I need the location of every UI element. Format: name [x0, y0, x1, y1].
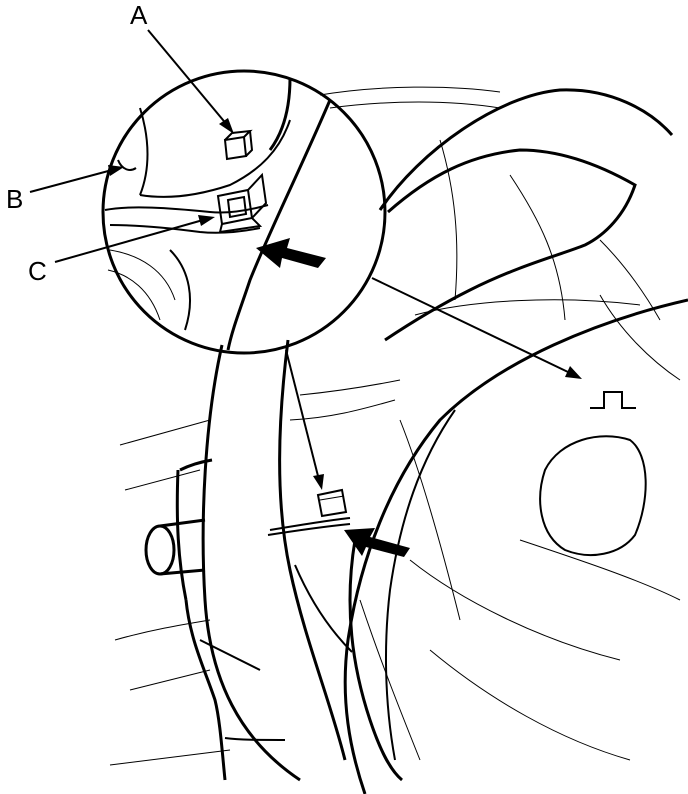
push-arrow-upper [256, 238, 326, 268]
clip-symbol-icon [590, 391, 636, 409]
push-arrow-lower [344, 528, 410, 557]
label-c: C [28, 256, 47, 286]
label-b: B [6, 184, 23, 214]
side-panel [343, 88, 688, 794]
label-a: A [130, 0, 148, 30]
lower-bracket [144, 458, 286, 781]
background-panel-lines [109, 86, 681, 766]
leader-lines [29, 29, 582, 490]
pillar-trim [201, 339, 403, 782]
detail-circle [101, 69, 387, 355]
